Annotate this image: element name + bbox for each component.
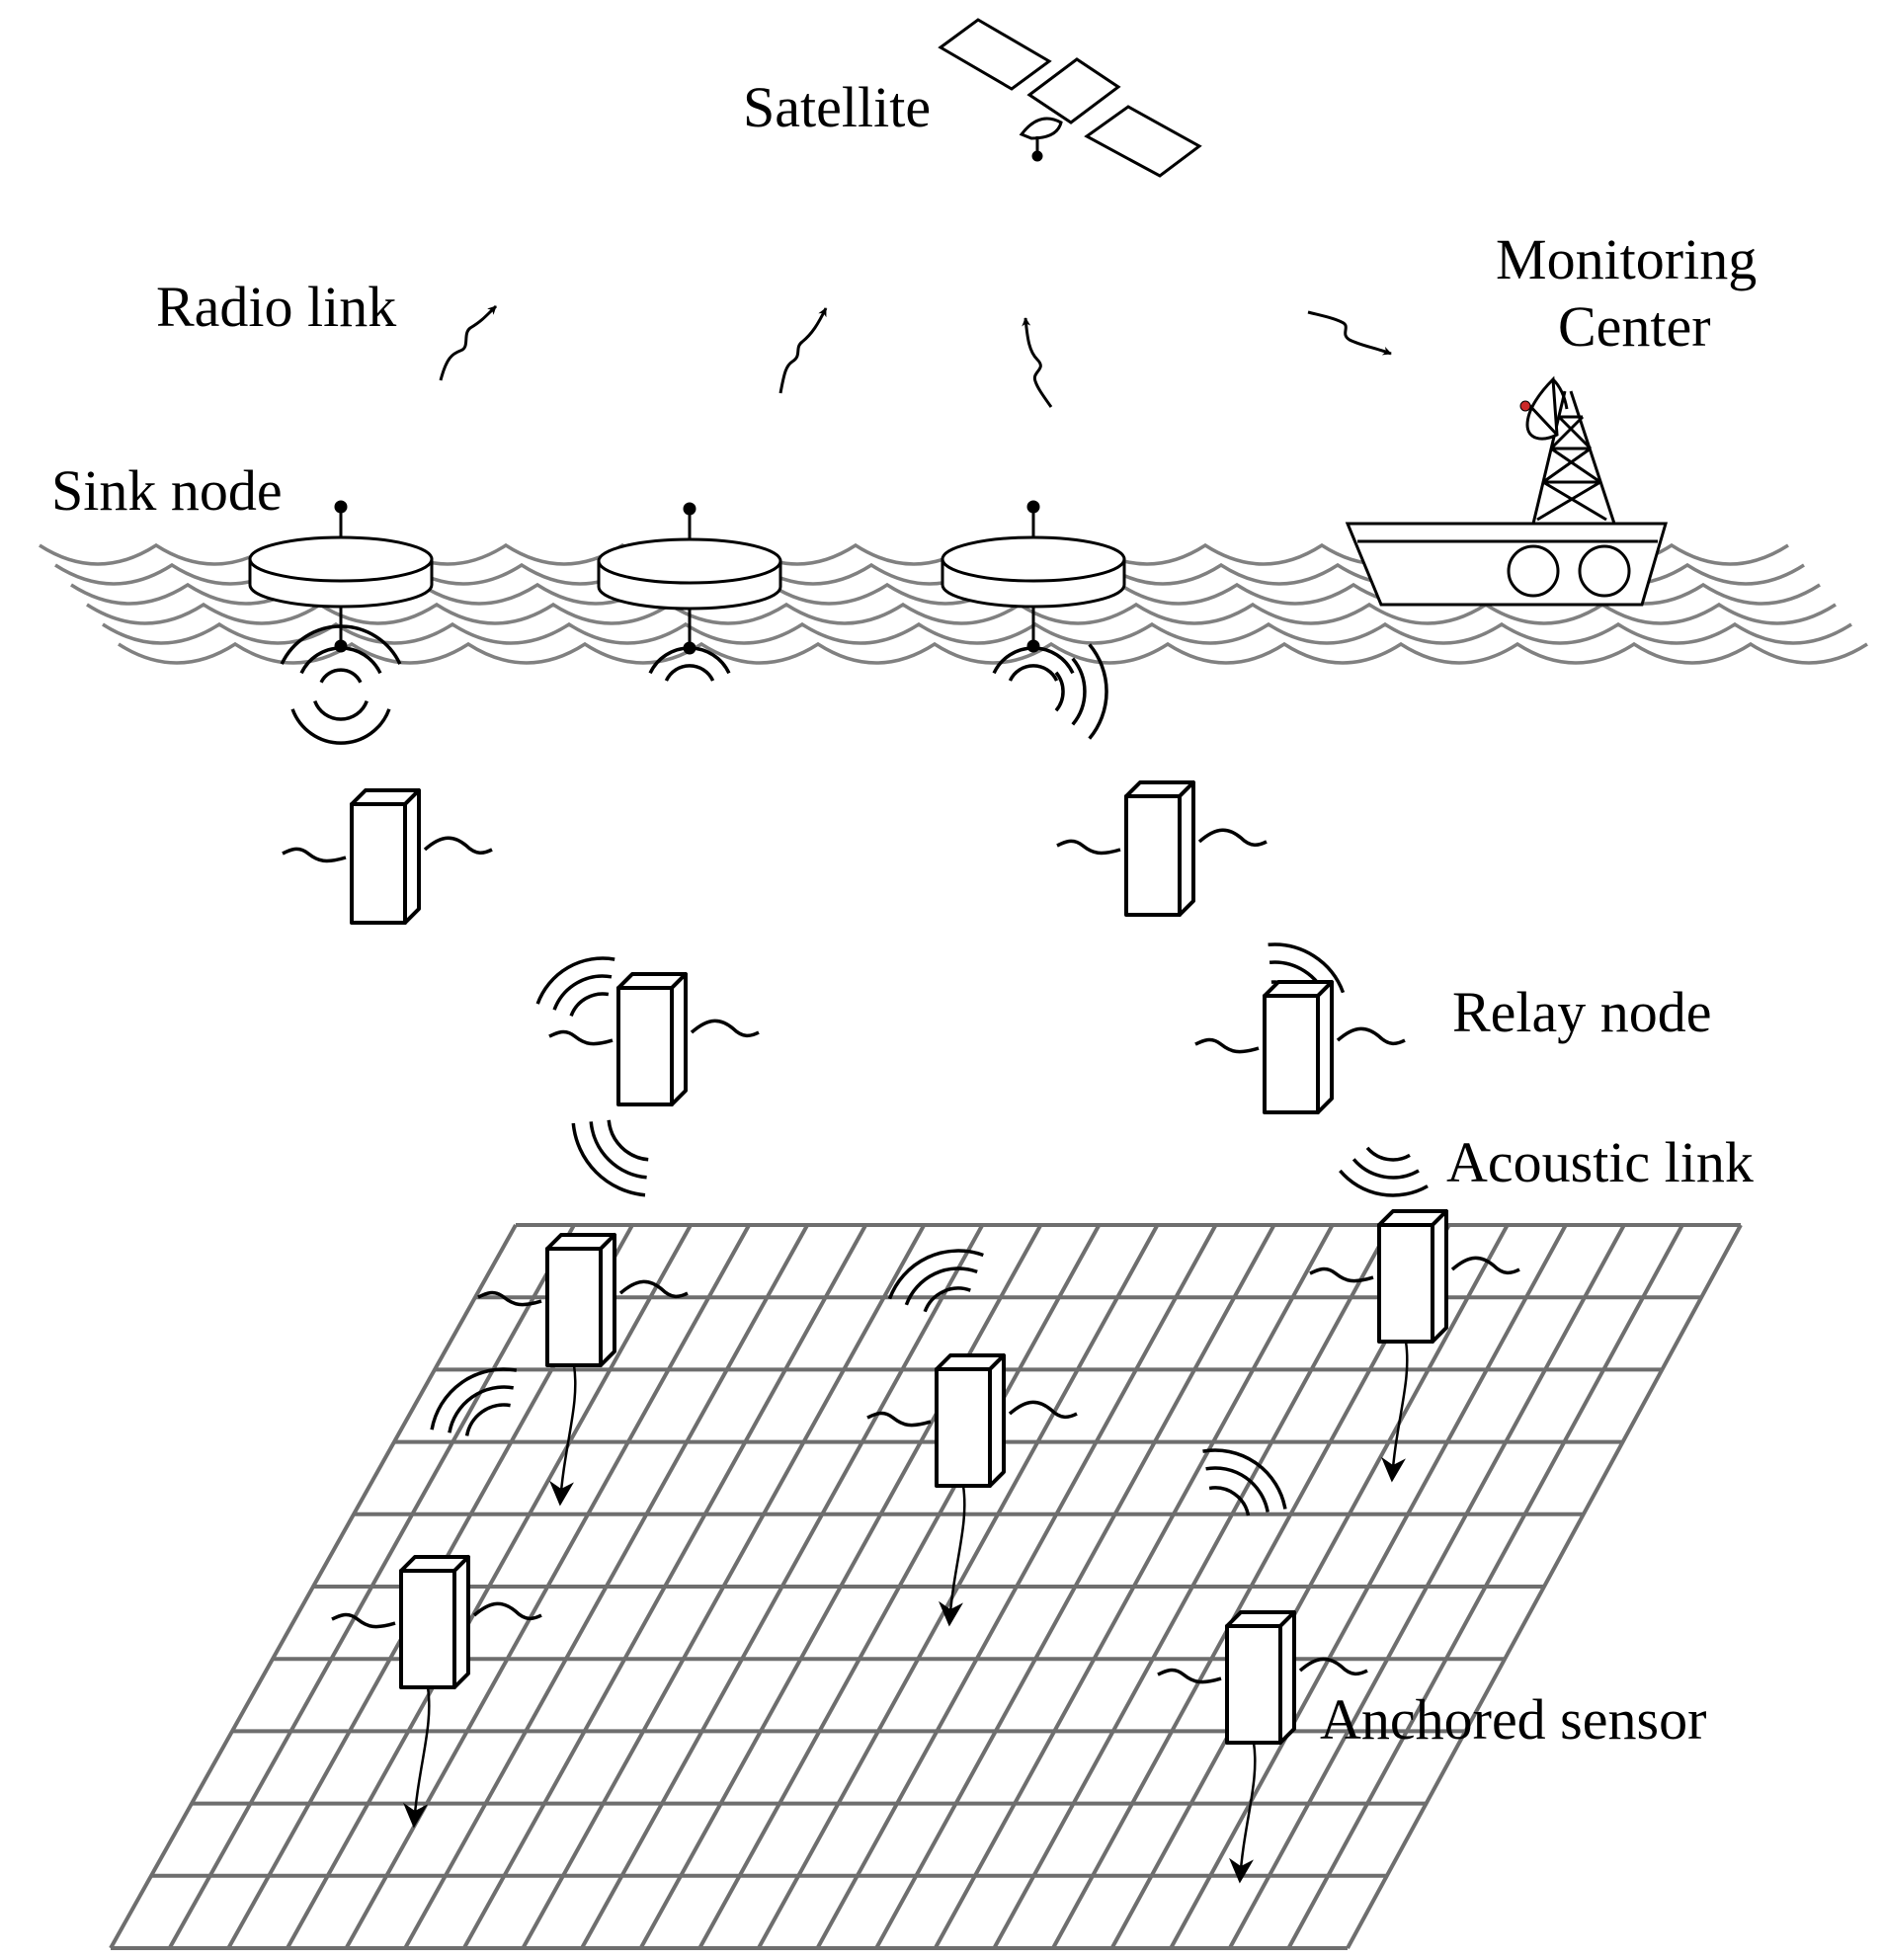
buoy-icon <box>248 500 434 653</box>
acoustic-wave-icon <box>280 624 402 665</box>
grid-line <box>992 1224 1393 1949</box>
grid-line <box>1346 1224 1743 1949</box>
acoustic-wave-icon <box>290 708 391 745</box>
acoustic-wave-icon <box>313 699 368 721</box>
satellite-icon <box>938 18 1202 178</box>
grid-line <box>697 1224 1102 1949</box>
acoustic-wave-icon <box>1088 643 1108 740</box>
sensor-node-icon <box>866 1353 1078 1627</box>
ship-icon <box>1345 522 1669 607</box>
acoustic-wave-icon <box>992 646 1075 675</box>
acoustic-wave-icon <box>1205 1466 1269 1512</box>
beacon-light <box>1519 400 1531 412</box>
relay-node-label: Relay node <box>1452 980 1712 1044</box>
acoustic-links <box>280 624 1429 1516</box>
grid-line <box>933 1224 1335 1949</box>
seabed-grid <box>109 1223 1743 1950</box>
radio-link-arrows <box>439 304 1392 408</box>
satellite-label: Satellite <box>743 75 931 139</box>
monitoring-center-label-line2: Center <box>1558 294 1711 359</box>
grid-line <box>1228 1224 1626 1949</box>
grid-line <box>1286 1224 1684 1949</box>
radio-link-arrow-icon <box>778 307 828 394</box>
wave-line <box>118 641 1868 665</box>
acoustic-wave-icon <box>535 956 615 1005</box>
sensor-nodes <box>282 780 1520 1884</box>
sensor-node-icon <box>282 788 493 925</box>
sensor-node-icon <box>331 1555 542 1829</box>
acoustic-wave-icon <box>1268 942 1346 994</box>
sensor-node-icon <box>548 972 760 1106</box>
acoustic-wave-icon <box>904 1266 978 1306</box>
anchor-arrow-icon <box>939 1485 966 1627</box>
acoustic-wave-icon <box>571 1122 646 1197</box>
sensor-node-icon <box>1157 1610 1368 1884</box>
buoy-icon <box>597 502 782 655</box>
acoustic-wave-icon <box>607 1119 649 1162</box>
grid-line <box>403 1224 809 1949</box>
wave-line <box>86 602 1837 625</box>
radio-link-arrow-icon <box>439 304 498 381</box>
anchor-arrow-icon <box>549 1364 577 1507</box>
acoustic-wave-icon <box>1202 1448 1287 1510</box>
acoustic-wave-icon <box>1008 664 1059 682</box>
sink-node-label: Sink node <box>51 458 283 523</box>
acoustic-wave-icon <box>299 646 382 675</box>
acoustic-wave-icon <box>552 974 613 1011</box>
grid-line <box>1051 1224 1451 1949</box>
acoustic-wave-icon <box>448 1385 515 1433</box>
grid-line <box>757 1224 1160 1949</box>
wave-line <box>102 621 1852 645</box>
grid-line <box>461 1224 868 1949</box>
buoy-icon <box>941 500 1126 653</box>
anchor-arrow-icon <box>403 1686 431 1829</box>
acoustic-wave-icon <box>569 992 610 1018</box>
anchor-arrow-icon <box>1381 1341 1409 1483</box>
acoustic-wave-icon <box>319 668 363 684</box>
acoustic-wave-icon <box>1208 1486 1251 1516</box>
grid-line <box>286 1224 693 1949</box>
grid-line <box>1169 1224 1568 1949</box>
grid-line <box>167 1224 576 1949</box>
anchored-sensor-label: Anchored sensor <box>1320 1687 1706 1752</box>
acoustic-wave-icon <box>887 1249 984 1300</box>
acoustic-wave-icon <box>1365 1146 1411 1162</box>
anchor-arrow-icon <box>1229 1742 1257 1884</box>
acoustic-wave-icon <box>589 1121 647 1180</box>
grid-line <box>638 1224 1043 1949</box>
sink-nodes <box>248 500 1126 655</box>
acoustic-wave-icon <box>464 1403 511 1436</box>
grid-line <box>580 1224 985 1949</box>
sensor-node-icon <box>477 1233 689 1507</box>
radio-link-label: Radio link <box>156 275 396 339</box>
acoustic-wave-icon <box>1351 1158 1420 1180</box>
sensor-node-icon <box>1194 980 1406 1114</box>
grid-line <box>1109 1224 1510 1949</box>
radio-link-arrow-icon <box>1307 310 1392 356</box>
acoustic-wave-icon <box>923 1286 971 1313</box>
acoustic-wave-icon <box>648 646 731 675</box>
acoustic-wave-icon <box>664 664 715 682</box>
acoustic-wave-icon <box>430 1367 518 1430</box>
grid-line <box>874 1224 1276 1949</box>
grid-line <box>521 1224 927 1949</box>
grid-line <box>109 1224 518 1949</box>
sensor-node-icon <box>1309 1209 1520 1483</box>
grid-line <box>815 1224 1218 1949</box>
acoustic-wave-icon <box>1054 671 1065 712</box>
antenna-tower-icon <box>1525 375 1616 525</box>
acoustic-wave-icon <box>1339 1169 1429 1197</box>
acoustic-link-label: Acoustic link <box>1446 1130 1754 1194</box>
radio-link-arrow-icon <box>1022 317 1053 408</box>
acoustic-wave-icon <box>1071 657 1087 726</box>
monitoring-center-label-line1: Monitoring <box>1496 227 1757 291</box>
sensor-node-icon <box>1056 780 1268 917</box>
